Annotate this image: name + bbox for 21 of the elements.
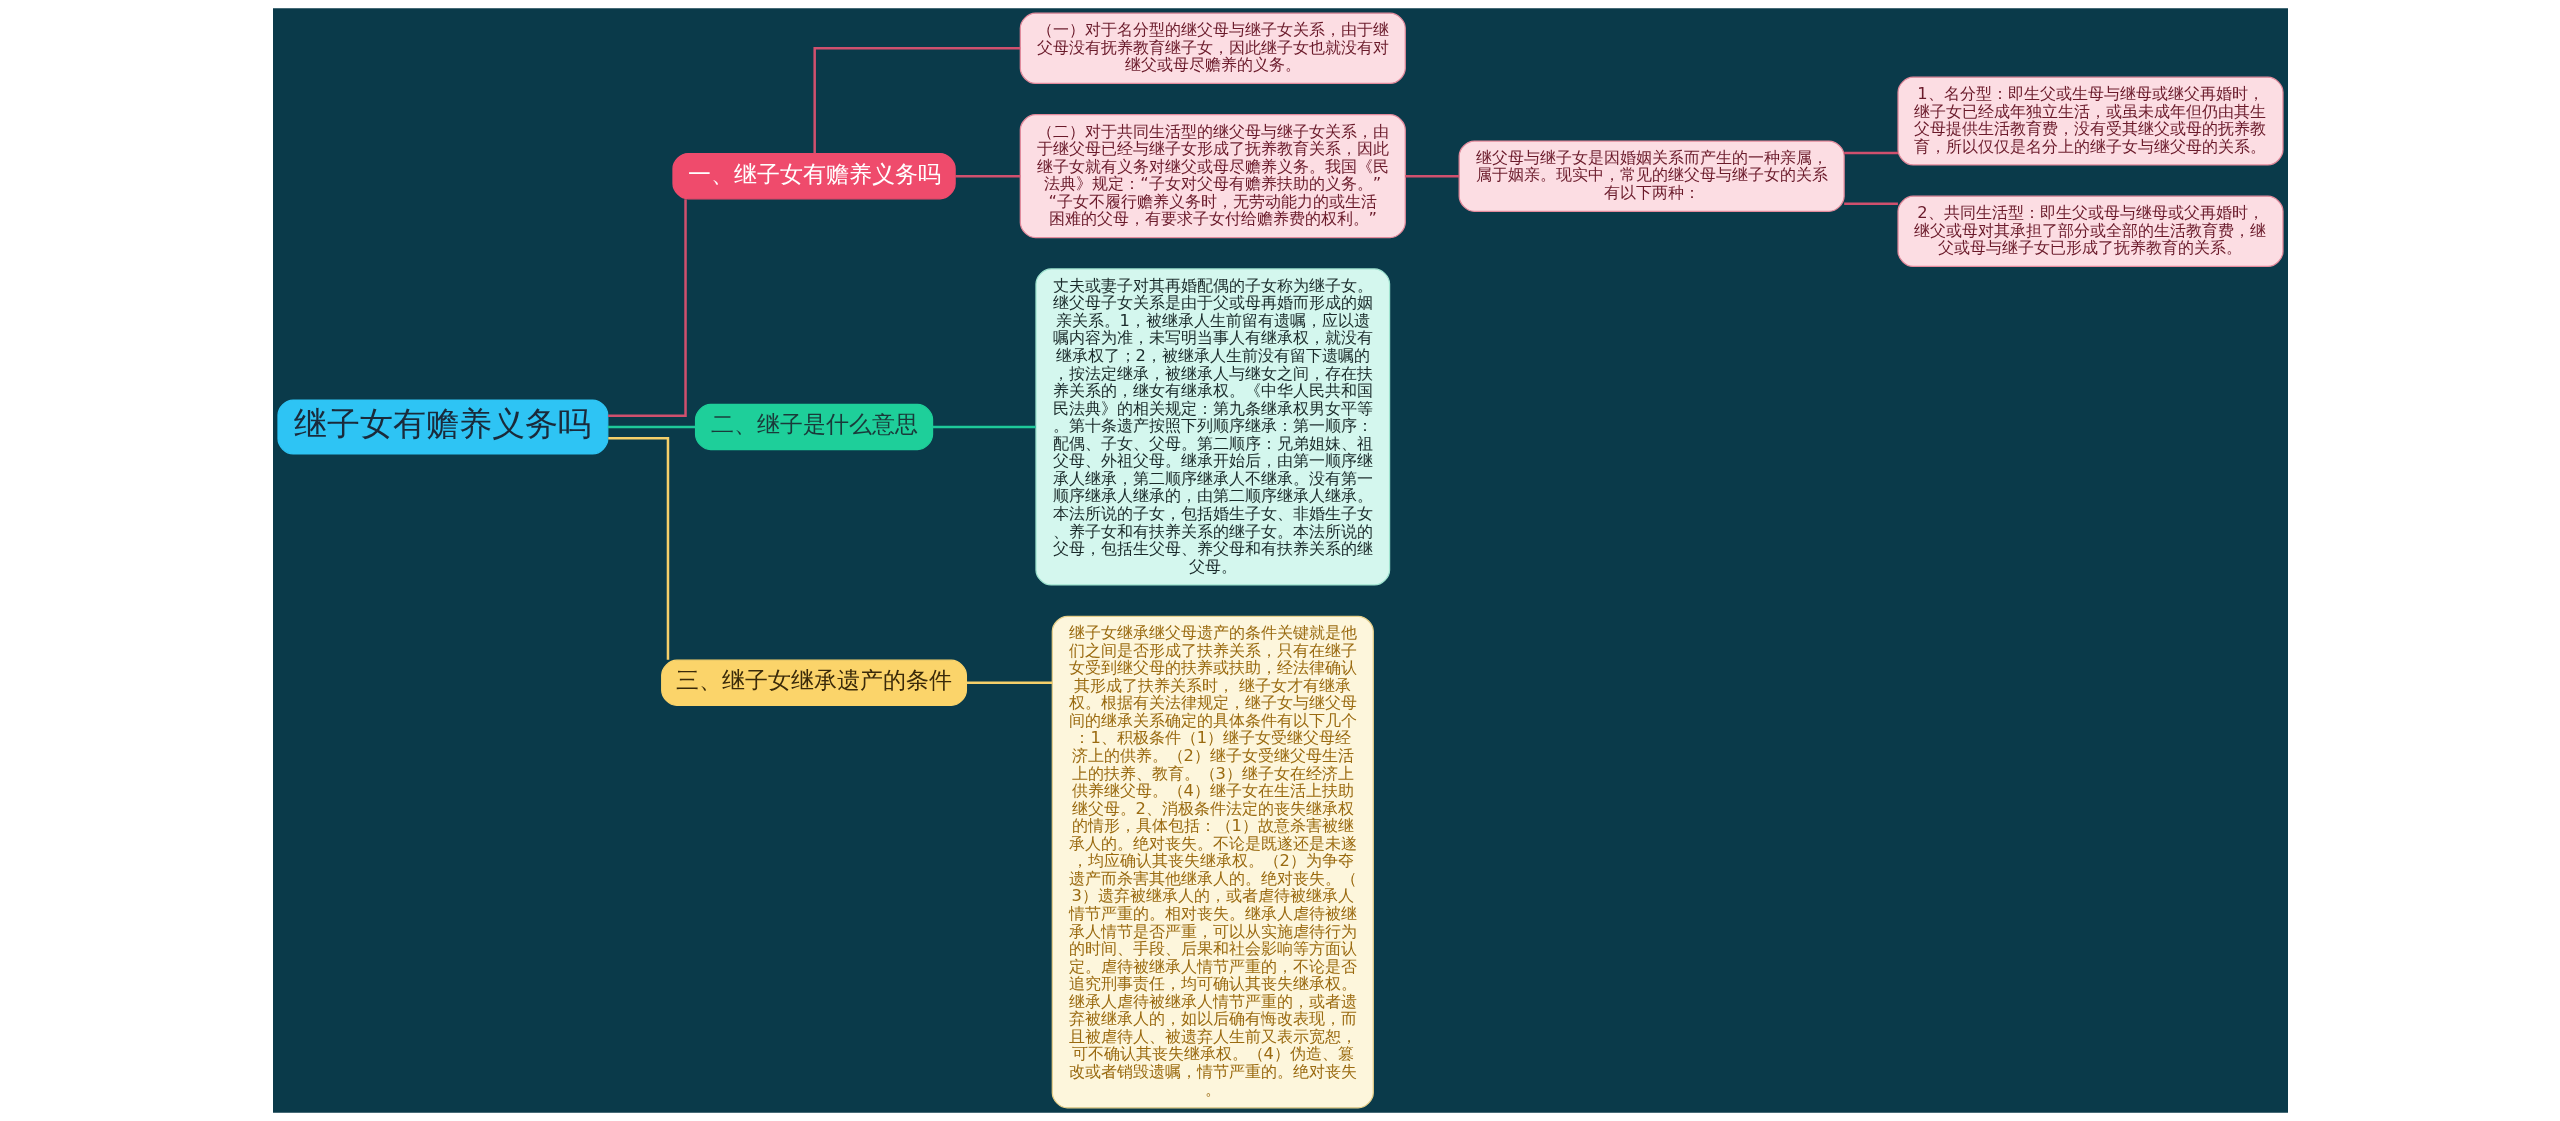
node-box: 一、继子女有赡养义务吗 (671, 153, 956, 200)
node-box: 继父母与继子女是因婚姻关系而产生的一种亲属，属于姻亲。现实中，常见的继父母与继子女的关系有以下两种： (1458, 140, 1845, 212)
node-box: 继子女继承继父母遗产的条件关键就是他们之间是否形成了扶养关系，只有在继子女受到继父母的扶养或扶助，经法律确认其形成了扶养关系时， 继子女才有继承权。根据有关法律规定，继子女与继父母间的继承关系确定的具体条件有以下几个：1、积极条件（1）继子女受继父母经济上的供养。（2）继子女受继父母生活上的扶养、教育。（3）继子女在经济上供养继父母。（4）继子女在生活上扶助继父母。2、消极条件法定的丧失继承权的情形，具体包括：（1）故意杀害被继承人的。绝对丧失。不论是既遂还是未遂，均应确认其丧失继承权。（2）为争夺遗产而杀害其他继承人的。绝对丧失。（3）遗弃被继承人的，或者虐待被继承人情节严重的。相对丧失。继承人虐待被继承人情节是否严重，可以从实施虐待行为的时间、手段、后果和社会影响等方面认定。虐待被继承人情节严重的，不论是否追究刑事责任，均可确认其丧失继承权。继承人虐待被继承人情节严重的，或者遗弃被继承人的，如以后确有悔改表现，而且被虐待人、被遗弃人生前又表示宽恕，可不确认其丧失继承权。（4）伪造、篡改或者销毁遗嘱，情节严重的。绝对丧失。 (1051, 615, 1374, 1109)
connector (812, 47, 1020, 154)
node-box: 二、继子是什么意思 (694, 403, 933, 451)
node-box: 三、继子女继承遗产的条件 (660, 659, 967, 706)
node-box: （二）对于共同生活型的继父母与继子女关系，由于继父母已经与继子女形成了抚养教育关系，因此继子女就有义务对继父或母尽赡养义务。我国《民法典》规定：“子女对父母有赡养扶助的义务。” “子女不履行赡养义务时，无劳动能力的或生活困难的父母，有要求子女付给赡养费的权利。” (1019, 114, 1406, 239)
connector (966, 681, 1052, 684)
node-box: （一）对于名分型的继父母与继子女关系，由于继父母没有抚养教育继子女，因此继子女也就没有对继父或母尽赡养的义务。 (1019, 12, 1406, 85)
node-box: 丈夫或妻子对其再婚配偶的子女称为继子女。继父母子女关系是由于父或母再婚而形成的姻亲关系。1，被继承人生前留有遗嘱，应以遗嘱内容为准，未写明当事人有继承权，就没有继承权了；2，被继承人生前没有留下遗嘱的，按法定继承，被继承人与继女之间，存在扶养关系的，继女有继承权。《中华人民共和国民法典》的相关规定：第九条继承权男女平等。第十条遗产按照下列顺序继承：第一顺序：配偶、子女、父母。第二顺序：兄弟姐妹、祖父母、外祖父母。继承开始后，由第一顺序继承人继承，第二顺序继承人不继承。没有第一顺序继承人继承的，由第二顺序继承人继承。本法所说的子女，包括婚生子女、非婚生子女、养子女和有扶养关系的继子女。本法所说的父母，包括生父母、养父母和有扶养关系的继父母。 (1034, 268, 1390, 586)
connector (1843, 151, 1898, 155)
connector (607, 437, 669, 660)
node-box: 继子女有赡养义务吗 (276, 399, 608, 455)
connector (1843, 202, 1898, 206)
connector (607, 425, 695, 429)
node-box: 2、共同生活型：即生父或母与继母或父再婚时，继父或母对其承担了部分或全部的生活教育费，继父或母与继子女已形成了抚养教育的关系。 (1896, 195, 2284, 268)
connector (607, 199, 687, 417)
node-box: 1、名分型：即生父或生母与继母或继父再婚时，继子女已经成年独立生活，或虽未成年但仍由其生父母提供生活教育费，没有受其继父或母的抚养教育，所以仅仅是名分上的继子女与继父母的关系。 (1896, 76, 2284, 166)
connector (932, 425, 1036, 429)
connector (1404, 174, 1459, 178)
connector (954, 174, 1020, 178)
